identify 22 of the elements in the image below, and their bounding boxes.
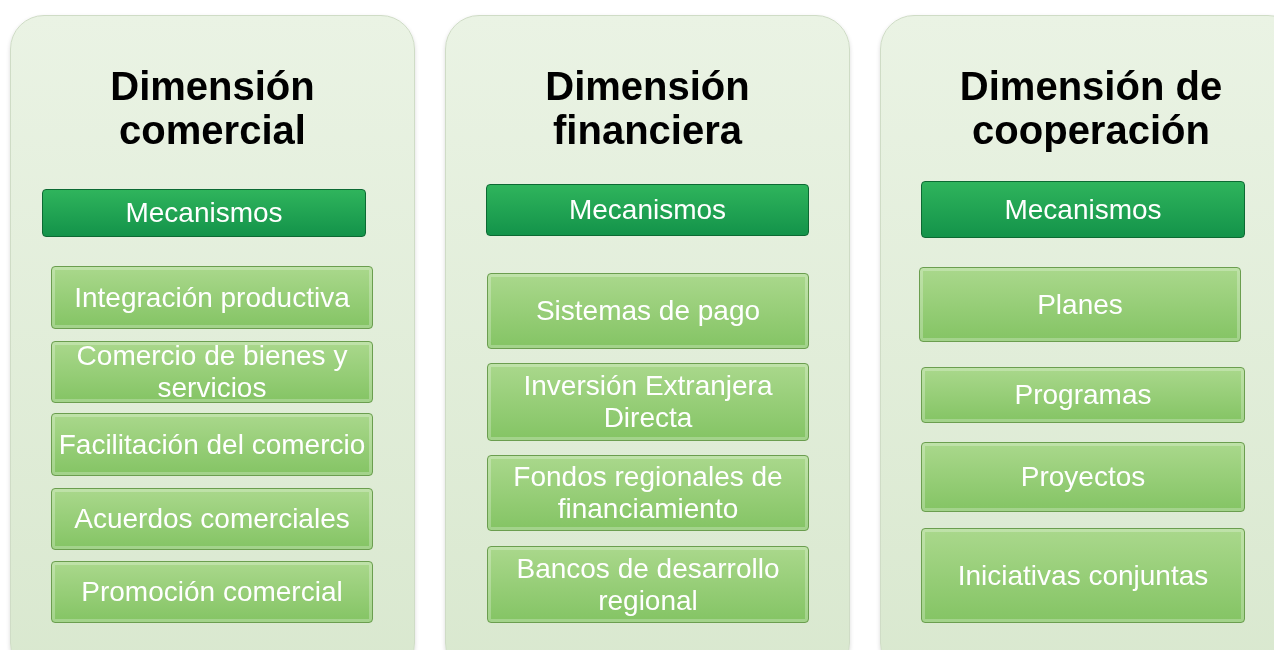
item-bar: Integración productiva xyxy=(51,266,373,329)
heading: Dimensión financiera xyxy=(544,64,751,152)
item-bar: Programas xyxy=(921,367,1245,423)
item-bar: Facilitación del comercio xyxy=(51,413,373,476)
panel-card xyxy=(445,15,850,650)
item-bar: Inversión Extranjera Directa xyxy=(487,363,809,441)
item-bar: Planes xyxy=(919,267,1241,342)
header-bar: Mecanismos xyxy=(921,181,1245,238)
header-bar: Mecanismos xyxy=(42,189,366,237)
item-bar: Sistemas de pago xyxy=(487,273,809,349)
heading: Dimensión de cooperación xyxy=(958,64,1224,152)
item-bar: Iniciativas conjuntas xyxy=(921,528,1245,623)
item-bar: Proyectos xyxy=(921,442,1245,512)
item-bar: Acuerdos comerciales xyxy=(51,488,373,550)
heading: Dimensión comercial xyxy=(109,64,316,152)
item-bar: Bancos de desarrollo regional xyxy=(487,546,809,623)
panel-card xyxy=(880,15,1274,650)
header-bar: Mecanismos xyxy=(486,184,809,236)
item-bar: Fondos regionales de financiamiento xyxy=(487,455,809,531)
item-bar: Comercio de bienes y servicios xyxy=(51,341,373,403)
item-bar: Promoción comercial xyxy=(51,561,373,623)
panel-card xyxy=(10,15,415,650)
